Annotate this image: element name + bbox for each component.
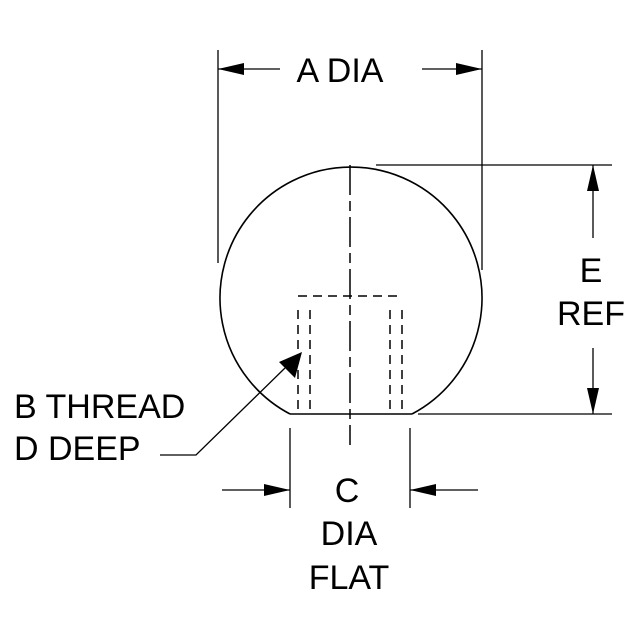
c-flat-label: FLAT <box>309 559 390 597</box>
e-ref-label: REF <box>557 295 625 333</box>
c-dia-label: DIA <box>321 515 378 553</box>
e-ref-arrowhead-top <box>587 165 599 191</box>
b-thread-label: B THREAD <box>14 388 185 426</box>
a-dia-arrowhead-right <box>456 63 482 75</box>
c-arrowhead-right <box>410 484 436 496</box>
e-label: E <box>580 252 603 290</box>
d-deep-label: D DEEP <box>14 430 141 468</box>
e-ref-arrowhead-bottom <box>587 388 599 414</box>
thread-leader-line <box>160 367 286 456</box>
c-label: C <box>335 472 360 510</box>
a-dia-arrowhead-left <box>218 63 244 75</box>
a-dia-label: A DIA <box>297 52 384 90</box>
thread-leader-arrowhead <box>279 352 302 378</box>
ball-outline <box>219 166 483 415</box>
c-arrowhead-left <box>264 484 290 496</box>
